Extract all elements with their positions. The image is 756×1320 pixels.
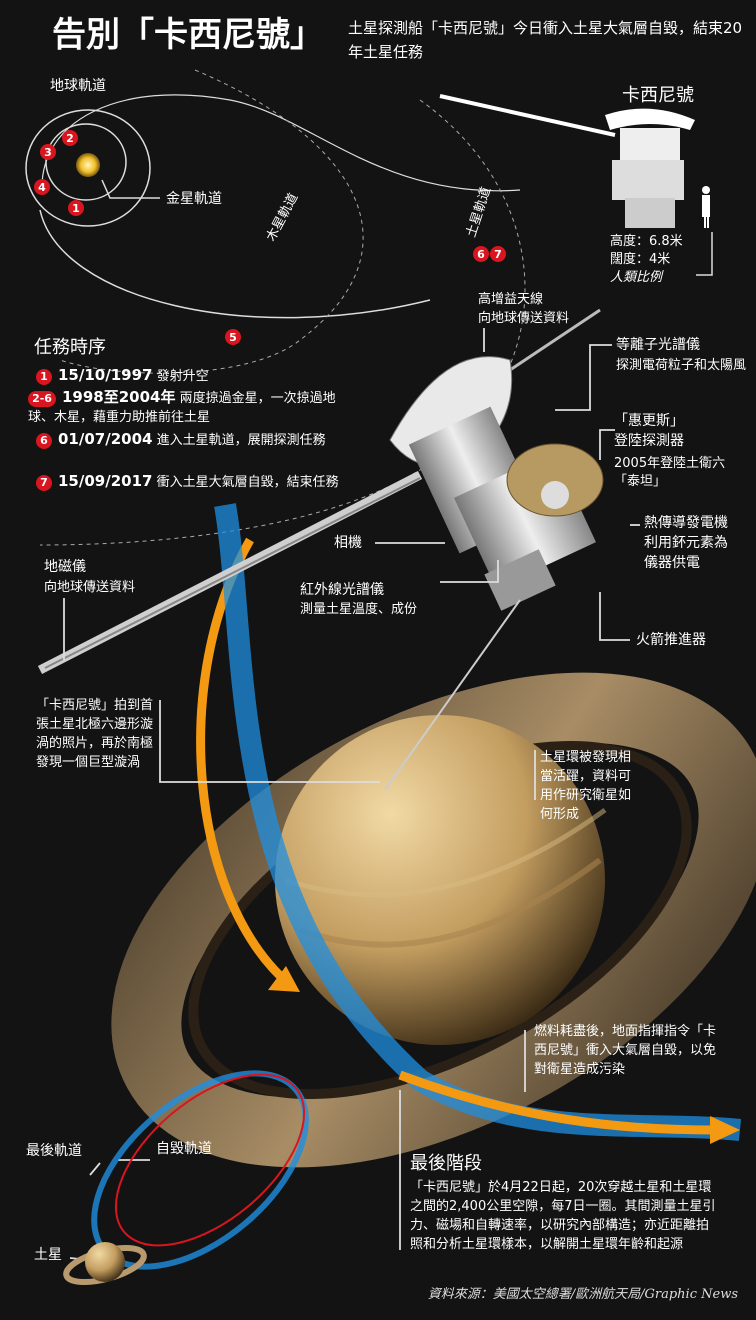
source-credit: 資料來源：美國太空總署/歐洲航天局/Graphic News xyxy=(427,1287,738,1302)
mission-badge: 2-6 xyxy=(28,390,56,407)
mission-badge: 6 xyxy=(36,432,52,449)
plasma-desc: 探測電荷粒子和太陽風 xyxy=(616,358,747,373)
plasma-label: 等離子光譜儀 xyxy=(616,337,700,353)
camera-label: 相機 xyxy=(334,535,362,551)
leader-lines xyxy=(63,328,640,1261)
spacecraft-name: 卡西尼號 xyxy=(622,85,694,106)
final-command-note: 燃料耗盡後，地面指揮指令「卡西尼號」衝入大氣層自毀，以免對衛星造成污染 xyxy=(534,1024,717,1077)
human-scale-icon xyxy=(702,186,710,194)
page-title: 告別「卡西尼號」 xyxy=(52,15,324,55)
svg-text:2: 2 xyxy=(66,132,74,145)
infrared-desc: 測量土星溫度、成份 xyxy=(300,602,418,617)
rtg-desc: 利用鈈元素為 xyxy=(644,535,728,551)
antenna-desc: 向地球傳送資料 xyxy=(478,311,570,326)
saturn xyxy=(111,672,756,1168)
huygens-label: 「惠更斯」 xyxy=(614,413,684,429)
spacecraft-width: 闊度：4米 xyxy=(610,252,671,267)
infrared-label: 紅外線光譜儀 xyxy=(300,582,384,598)
svg-text:7: 7 xyxy=(494,248,502,261)
earth-orbit-label: 地球軌道 xyxy=(50,78,106,94)
hexagon-note: 「卡西尼號」拍到首張土星北極六邊形漩渦的照片，再於南極發現一個巨型漩渦 xyxy=(36,698,154,770)
spacecraft-height: 高度：6.8米 xyxy=(610,234,683,249)
earth-orbit-ring xyxy=(25,109,151,227)
last-orbit-label: 最後軌道 xyxy=(26,1143,82,1159)
huygens-label-2: 登陸探測器 xyxy=(614,433,684,449)
human-scale-label: 人類比例 xyxy=(610,270,663,285)
svg-text:1: 1 xyxy=(72,202,80,215)
magnetometer-label: 地磁儀 xyxy=(44,559,86,575)
final-phase-heading: 最後階段 xyxy=(410,1153,482,1174)
mission-badge: 7 xyxy=(36,474,52,491)
rtg-desc-2: 儀器供電 xyxy=(644,555,700,571)
cassini-scale-silhouette xyxy=(439,94,713,276)
transfer-path-outer xyxy=(41,94,521,192)
svg-text:6: 6 xyxy=(477,248,485,261)
saturn-small-label: 土星 xyxy=(34,1247,62,1263)
thruster-label: 火箭推進器 xyxy=(636,632,706,648)
final-orbit-diagram xyxy=(63,1070,309,1286)
final-phase-text: 「卡西尼號」於4月22日起，20次穿越土星和土星環之間的2,400公里空隙，每7… xyxy=(410,1180,716,1252)
svg-text:5: 5 xyxy=(229,331,237,344)
page-subtitle: 土星探測船「卡西尼號」今日衝入土星大氣層自毀，結束20年土星任務 xyxy=(348,19,743,61)
sun-icon xyxy=(76,153,100,177)
rings-note: 土星環被發現相當活躍，資料可用作研究衛星如何形成 xyxy=(540,750,632,822)
svg-text:3: 3 xyxy=(44,146,52,159)
huygens-desc: 2005年登陸土衛六 xyxy=(614,456,726,471)
orbit-badges: 2 3 4 1 5 6 7 xyxy=(34,130,506,345)
svg-text:4: 4 xyxy=(38,181,46,194)
huygens-desc-2: 「泰坦」 xyxy=(614,474,667,489)
trajectories xyxy=(196,503,742,1144)
rtg-label: 熱傳導發電機 xyxy=(644,515,728,531)
self-destruct-orbit-label: 自毀軌道 xyxy=(156,1141,212,1157)
venus-orbit-label: 金星軌道 xyxy=(166,191,222,207)
transfer-path xyxy=(39,209,431,319)
antenna-label: 高增益天線 xyxy=(478,292,544,307)
cassini-spacecraft xyxy=(37,308,604,791)
venus-orbit-leader xyxy=(101,179,160,199)
mission-heading: 任務時序 xyxy=(34,337,106,358)
mission-badge: 1 xyxy=(36,368,52,385)
jupiter-orbit-ring xyxy=(59,69,364,374)
magnetometer-desc: 向地球傳送資料 xyxy=(44,580,136,595)
